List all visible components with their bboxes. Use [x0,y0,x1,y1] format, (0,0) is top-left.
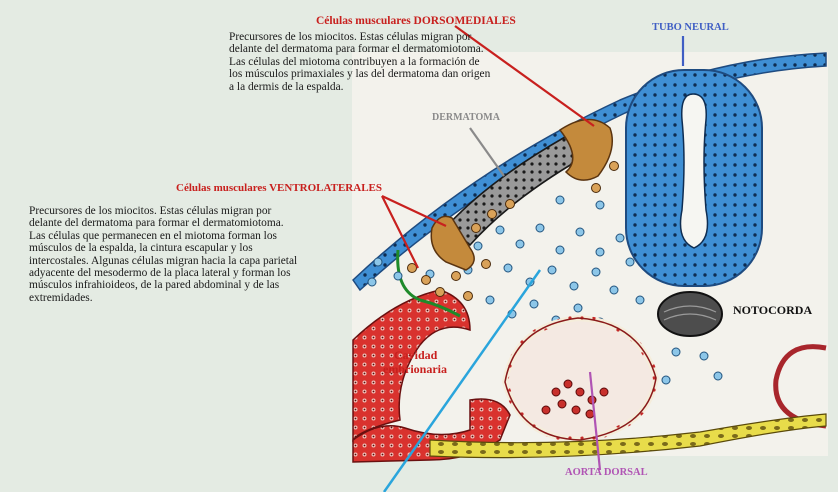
ventrolaterales-line: Precursores de los miocitos. Estas célul… [29,205,297,217]
tubo-neural-label: TUBO NEURAL [652,22,729,33]
cavidad-label-line2: embrionaria [383,362,447,377]
ventrolaterales-line: músculos de la espalda, la cintura escap… [29,242,297,254]
dorsomediales-line: a la dermis de la espalda. [229,81,490,93]
dorsomediales-line: los músculos primaxiales y las del derma… [229,68,490,80]
dorsomediales-title: Células musculares DORSOMEDIALES [316,15,516,27]
ventrolaterales-title: Células musculares VENTROLATERALES [176,182,382,194]
ventrolaterales-line: extremidades. [29,292,297,304]
cavidad-label-line1: Cavidad [394,348,437,363]
ventrolaterales-line: Las células que permanecen en el miotoma… [29,230,297,242]
aorta-dorsal-label: AORTA DORSAL [565,467,648,478]
dermatoma-label: DERMATOMA [432,112,500,123]
ventrolaterales-line: adyacente del mesodermo de la placa late… [29,267,297,279]
dorsomediales-line: Precursores de los miocitos. Estas célul… [229,31,490,43]
ventrolaterales-line: músculos infrahioideos, de la pared abdo… [29,279,297,291]
notocorda-label: NOTOCORDA [733,303,812,318]
ventrolaterales-line: intercostales. Algunas células migran ha… [29,255,297,267]
dorsomediales-description: Precursores de los miocitos. Estas célul… [229,31,490,93]
ventrolaterales-line: delante del dermatoma para formar el der… [29,217,297,229]
neural-canal [681,94,708,248]
dorsomediales-line: Las células del miotoma contribuyen a la… [229,56,490,68]
ventrolaterales-description: Precursores de los miocitos. Estas célul… [29,205,297,304]
dorsomediales-line: delante del dermatoma para formar el der… [229,43,490,55]
